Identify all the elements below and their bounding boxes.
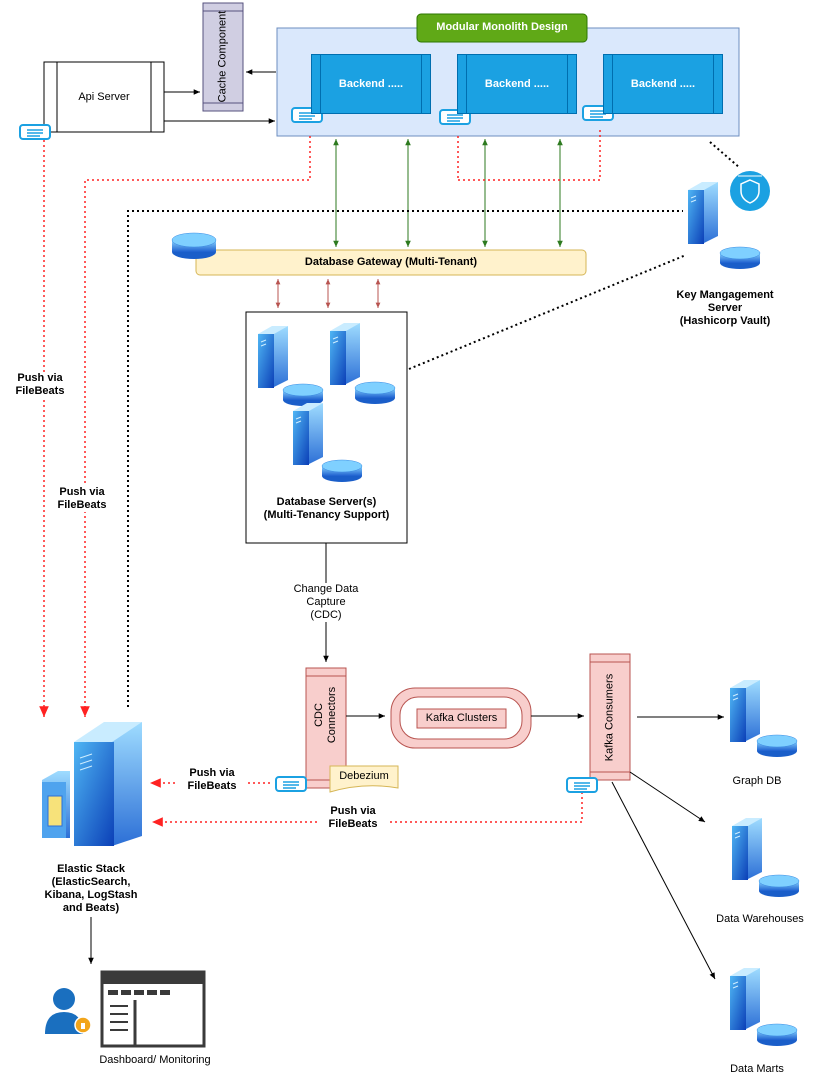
server-icon: [292, 402, 324, 466]
data-warehouse-server-icon: [731, 817, 763, 881]
cache-component-box[interactable]: [202, 2, 244, 112]
push-via-filebeats-label: Push via FileBeats: [4, 372, 76, 398]
kafka-consumers-box[interactable]: [589, 653, 631, 781]
user-icon: [45, 988, 92, 1034]
cache-component-label: Cache Component: [216, 10, 229, 103]
backend-module-2[interactable]: Backend .....: [457, 54, 577, 114]
push-via-filebeats-label: Push via FileBeats: [317, 805, 389, 831]
key-server-icon: [687, 181, 719, 245]
filebeat-icon: [19, 124, 51, 140]
api-server-box[interactable]: [43, 61, 165, 133]
data-warehouses-label: Data Warehouses: [716, 913, 804, 925]
cdc-connectors-label: CDC Connectors: [313, 686, 338, 744]
backend-label: Backend .....: [484, 78, 550, 90]
data-marts-server-icon: [729, 967, 761, 1031]
disk-icon: [719, 246, 761, 270]
kafka-clusters-label-box: [416, 708, 507, 729]
disk-icon: [758, 874, 800, 898]
key-management-label: Key Mangagement Server (Hashicorp Vault): [676, 289, 774, 327]
graph-db-server-icon: [729, 679, 761, 743]
backend-module-1[interactable]: Backend .....: [311, 54, 431, 114]
backend-label: Backend .....: [630, 78, 696, 90]
server-icon: [257, 325, 289, 389]
disk-icon: [321, 459, 363, 483]
api-server-label: Api Server: [78, 91, 130, 103]
dashboard-icon: [100, 970, 206, 1048]
dashboard-label: Dashboard/ Monitoring: [99, 1054, 211, 1066]
cdc-edge-label: Change Data Capture (CDC): [276, 583, 376, 622]
database-gateway-box[interactable]: [195, 249, 587, 276]
graph-db-label: Graph DB: [732, 775, 782, 787]
kafka-consumers-label: Kafka Consumers: [603, 673, 616, 762]
server-icon: [329, 322, 361, 386]
disk-icon: [354, 381, 396, 405]
backend-label: Backend .....: [338, 78, 404, 90]
backend-module-3[interactable]: Backend .....: [603, 54, 723, 114]
elastic-stack-icon: [42, 722, 142, 846]
monolith-title-box: [416, 13, 588, 43]
push-via-filebeats-label: Push via FileBeats: [176, 767, 248, 793]
database-icon: [171, 232, 217, 259]
database-server-label: Database Server(s) (Multi-Tenancy Suppor…: [263, 496, 390, 521]
data-marts-label: Data Marts: [730, 1063, 784, 1075]
filebeat-icon: [566, 777, 598, 793]
disk-icon: [756, 734, 798, 758]
vault-shield-icon: [730, 171, 770, 211]
push-via-filebeats-label: Push via FileBeats: [46, 486, 118, 512]
debezium-label: Debezium: [339, 770, 389, 782]
monolith-title: Modular Monolith Design: [436, 21, 568, 33]
filebeat-icon: [275, 776, 307, 792]
elastic-stack-label: Elastic Stack (ElasticSearch, Kibana, Lo…: [44, 863, 138, 914]
kafka-clusters-label: Kafka Clusters: [425, 712, 498, 724]
disk-icon: [756, 1023, 798, 1047]
debezium-note: [329, 765, 399, 793]
disk-icon: [282, 383, 324, 407]
database-gateway-label: Database Gateway (Multi-Tenant): [304, 256, 478, 268]
